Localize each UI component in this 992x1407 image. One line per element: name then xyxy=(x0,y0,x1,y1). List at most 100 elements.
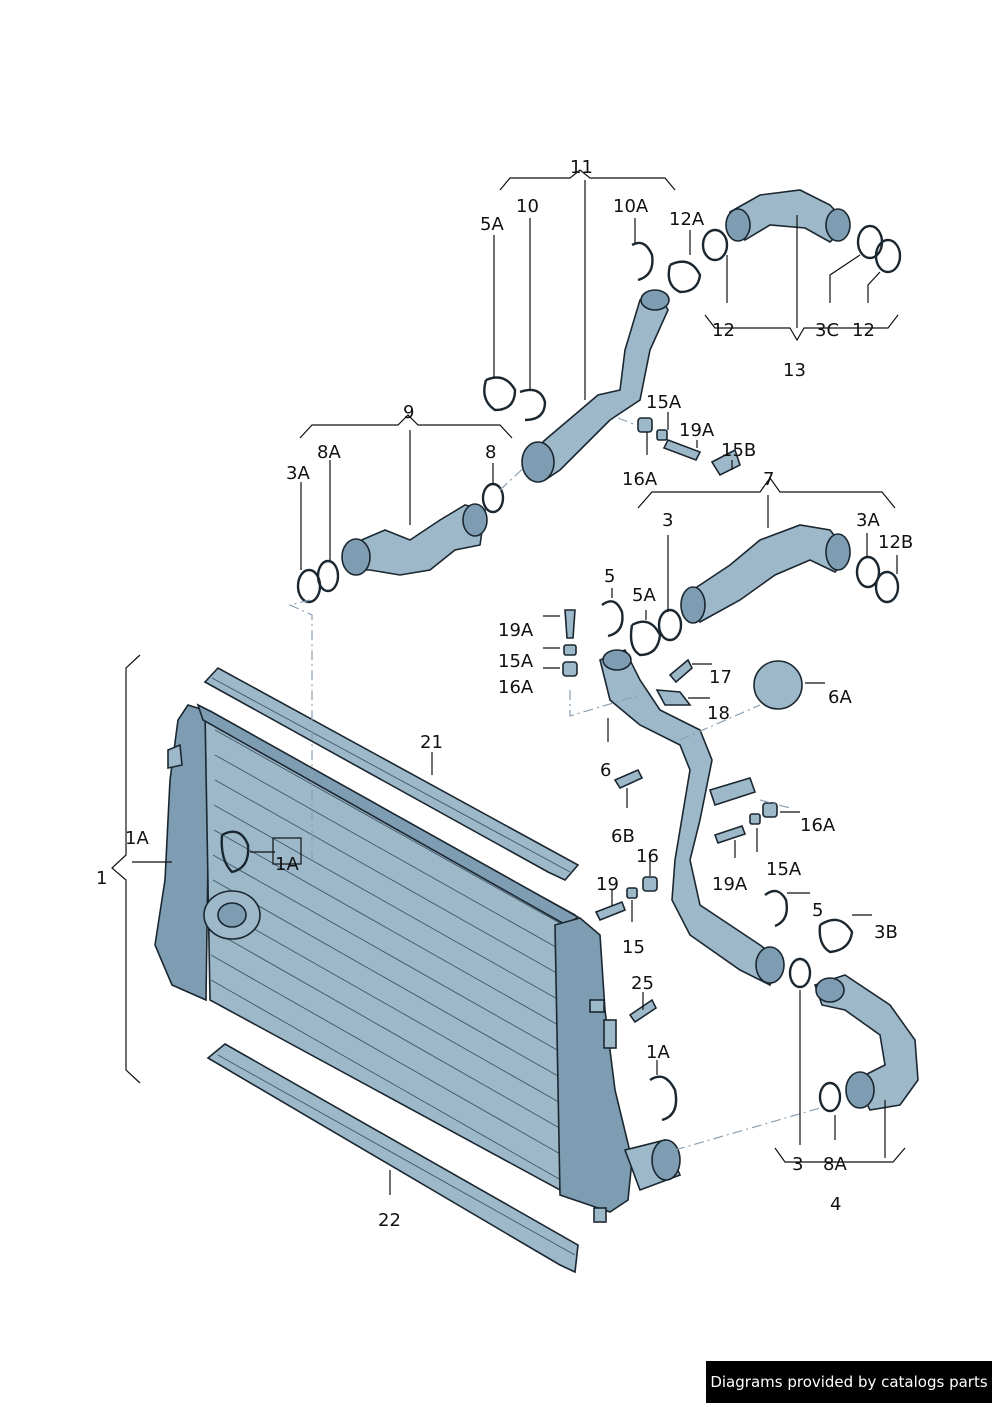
label-16A-left: 16A xyxy=(498,677,534,698)
alignment-lines xyxy=(288,417,821,1151)
label-12A: 12A xyxy=(669,209,705,230)
label-4: 4 xyxy=(830,1194,841,1215)
cap-6A xyxy=(753,660,803,710)
bolt-19A-top xyxy=(662,438,702,462)
ring-12B xyxy=(874,570,900,604)
label-19: 19 xyxy=(596,874,619,895)
fasteners xyxy=(562,417,778,1024)
label-10: 10 xyxy=(516,196,539,217)
bolt-15B xyxy=(710,448,741,477)
label-13: 13 xyxy=(783,360,806,381)
label-16A-top: 16A xyxy=(622,469,658,490)
label-19A-right: 19A xyxy=(712,874,748,895)
label-3-mid: 3 xyxy=(662,510,673,531)
label-3A-left: 3A xyxy=(286,463,310,484)
nut-16A-top xyxy=(637,417,653,433)
label-17: 17 xyxy=(709,667,732,688)
clamp-5A-mid xyxy=(629,620,662,657)
intercooler-fins xyxy=(210,729,573,1181)
intercooler-right-tank xyxy=(554,917,633,1213)
label-6A: 6A xyxy=(828,687,852,708)
charge-air-hose-7 xyxy=(683,524,852,624)
bolt-19A-right xyxy=(713,824,747,845)
intercooler-left-tank xyxy=(154,704,211,1002)
ring-3A-left xyxy=(296,568,322,604)
label-9: 9 xyxy=(403,402,414,423)
label-1A-box: 1A xyxy=(275,854,299,875)
label-12B: 12B xyxy=(878,532,913,553)
charge-air-hose-9 xyxy=(349,504,486,576)
bolt-19 xyxy=(594,900,627,922)
clip-5-low xyxy=(764,889,789,928)
label-8: 8 xyxy=(485,442,496,463)
ring-12-a xyxy=(701,228,729,262)
ring-3A-right xyxy=(855,555,881,589)
label-15A-left: 15A xyxy=(498,651,534,672)
label-16A-right: 16A xyxy=(800,815,836,836)
label-15A-top: 15A xyxy=(646,392,682,413)
clip-1A-low xyxy=(649,1075,678,1122)
label-3C: 3C xyxy=(815,320,839,341)
label-18: 18 xyxy=(707,703,730,724)
label-12-b: 12 xyxy=(852,320,875,341)
bolt-25 xyxy=(628,998,658,1024)
ring-8A-low xyxy=(818,1081,842,1113)
leader-lines xyxy=(111,169,906,1195)
label-8A-top: 8A xyxy=(317,442,341,463)
label-22: 22 xyxy=(378,1210,401,1231)
label-10A: 10A xyxy=(613,196,649,217)
label-1A-left: 1A xyxy=(125,828,149,849)
callout-box-1A xyxy=(272,837,302,865)
washer-15 xyxy=(626,887,638,899)
clamps-and-rings xyxy=(220,224,902,1122)
label-7: 7 xyxy=(763,469,774,490)
bolt-6B xyxy=(613,768,644,790)
charge-air-hose-4 xyxy=(813,974,919,1111)
clamp-3B xyxy=(818,918,854,954)
label-3A-right: 3A xyxy=(856,510,880,531)
label-1A-low: 1A xyxy=(646,1042,670,1063)
clip-5-mid xyxy=(601,600,624,638)
label-19A-left: 19A xyxy=(498,620,534,641)
label-12-a: 12 xyxy=(712,320,735,341)
ring-3C xyxy=(856,224,884,260)
ring-12-b xyxy=(874,238,902,274)
ring-3-low xyxy=(788,957,812,989)
clamp-12A xyxy=(667,260,702,294)
label-25: 25 xyxy=(631,973,654,994)
clip-10 xyxy=(519,388,547,422)
label-3-low: 3 xyxy=(792,1154,803,1175)
label-6B: 6B xyxy=(611,826,635,847)
ring-8 xyxy=(481,482,505,514)
attribution-banner: Diagrams provided by catalogs parts xyxy=(706,1361,992,1403)
label-15B: 15B xyxy=(721,440,756,461)
nut-16A-left xyxy=(562,661,578,677)
washer-15A-top xyxy=(656,429,668,441)
washer-15A-left xyxy=(563,644,577,656)
label-5-mid: 5 xyxy=(604,566,615,587)
label-21: 21 xyxy=(420,732,443,753)
label-8A-low: 8A xyxy=(823,1154,847,1175)
label-15A-right: 15A xyxy=(766,859,802,880)
part-number-labels: 11 10 10A 12A 5A 12 3C 12 13 9 8A 8 3A 1… xyxy=(96,157,913,1231)
intercooler-assembly xyxy=(154,703,682,1223)
air-guide-strip-21 xyxy=(203,666,580,881)
label-6: 6 xyxy=(600,760,611,781)
nut-16A-right xyxy=(762,802,778,818)
clip-1A-inner xyxy=(220,830,250,874)
label-5-low: 5 xyxy=(812,900,823,921)
label-3B: 3B xyxy=(874,922,898,943)
label-19A-top: 19A xyxy=(679,420,715,441)
nut-16 xyxy=(642,876,658,892)
clip-18 xyxy=(655,689,692,706)
label-11: 11 xyxy=(570,157,593,178)
clip-10A xyxy=(631,241,654,282)
label-5A-mid: 5A xyxy=(632,585,656,606)
label-5A-top: 5A xyxy=(480,214,504,235)
label-1: 1 xyxy=(96,868,107,889)
label-15: 15 xyxy=(622,937,645,958)
clip-5A-top xyxy=(483,376,517,412)
washer-15A-right xyxy=(749,813,761,825)
